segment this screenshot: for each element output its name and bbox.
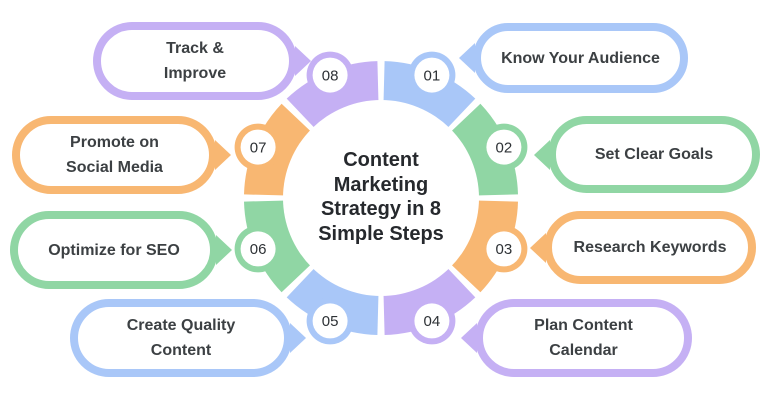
center-title: Content Marketing Strategy in 8 Simple S… [318,149,444,245]
pointer-left-icon [530,232,546,263]
badge-number-01: 01 [424,67,441,84]
badge-circle-01 [414,57,450,93]
step-label-08: Track & Improve [163,40,227,82]
badge-number-02: 02 [496,139,513,156]
badge-circle-03 [486,231,522,267]
badge-number-06: 06 [250,241,267,258]
step-label-04: Plan Content Calendar [534,317,633,359]
center-circle [283,100,479,296]
step-label-06: Optimize for SEO [48,241,180,259]
pointer-right-icon [215,140,231,170]
step-pill-06: Optimize for SEO [10,211,232,289]
badge-number-07: 07 [250,139,267,156]
step-pill-05: Create Quality Content [70,299,306,377]
pointer-left-icon [461,323,477,353]
badge-number-08: 08 [322,67,339,84]
step-label-03: Research Keywords [573,239,727,256]
step-pill-07: Promote on Social Media [12,116,231,194]
step-label-07: Promote on Social Media [66,134,163,176]
badge-number-05: 05 [322,313,339,330]
step-label-05: Create Quality Content [126,317,236,359]
pointer-right-icon [290,323,306,353]
step-pill-03: Research Keywords [530,211,756,284]
badge-number-04: 04 [424,313,441,330]
step-pill-01: Know Your Audience [459,23,688,93]
badge-number-03: 03 [496,241,513,258]
badge-circle-07 [240,129,276,165]
badge-circle-05 [312,303,348,339]
badge-circle-06 [240,231,276,267]
step-pill-04: Plan Content Calendar [461,299,692,377]
pointer-right-icon [295,46,311,76]
step-pill-02: Set Clear Goals [534,116,760,193]
pointer-right-icon [216,235,232,265]
step-pill-08: Track & Improve [93,22,311,100]
badge-circle-04 [414,303,450,339]
step-label-02: Set Clear Goals [594,146,714,163]
badge-circle-08 [312,57,348,93]
step-label-01: Know Your Audience [501,49,660,67]
pointer-left-icon [534,139,550,170]
pointer-left-icon [459,43,475,73]
badge-circle-02 [486,129,522,165]
